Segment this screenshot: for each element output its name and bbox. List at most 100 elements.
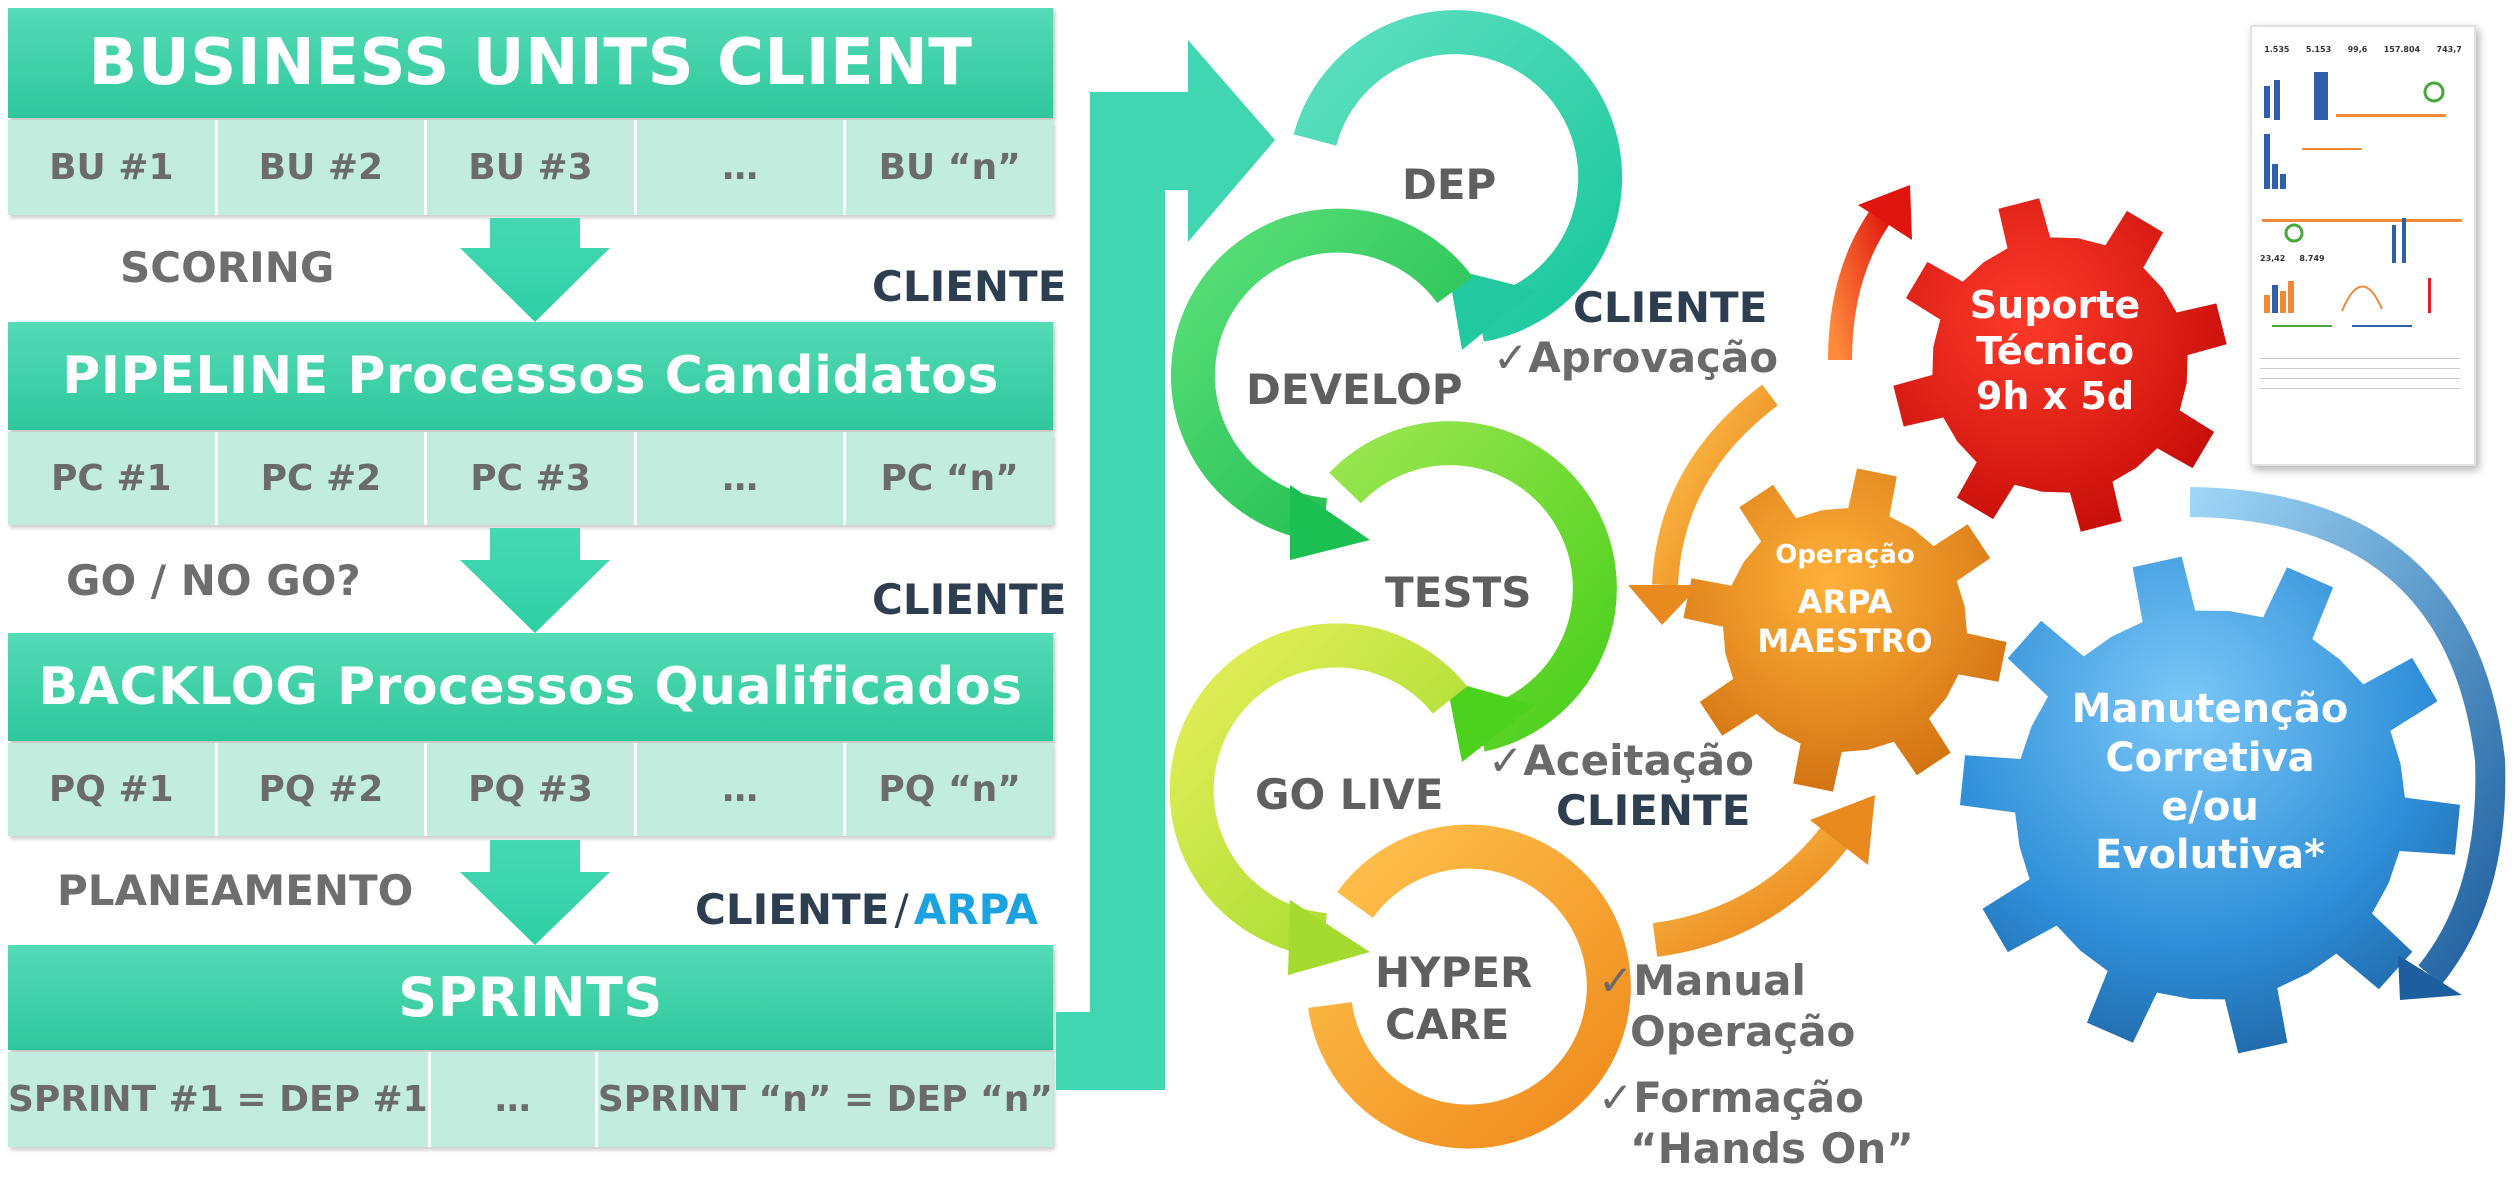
hyper-care-arc bbox=[1308, 824, 1631, 1149]
gear-blue-body bbox=[1960, 556, 2460, 1054]
phase-hyper: HYPER bbox=[1375, 948, 1533, 997]
pq-cell-1: PQ #1 bbox=[8, 743, 218, 836]
support-line3: 9h x 5d bbox=[1975, 374, 2135, 419]
sprint-cell-n: SPRINT “n” = DEP “n” bbox=[597, 1079, 1053, 1120]
phase-dep: DEP bbox=[1402, 160, 1497, 209]
operation-gear-shape bbox=[1683, 468, 2007, 792]
check-mark-icon: ✓ bbox=[1598, 1073, 1634, 1122]
gear-orange-body bbox=[1683, 468, 2007, 792]
pc-cell-3: PC #3 bbox=[427, 432, 637, 525]
manual-label: Manual bbox=[1633, 956, 1806, 1005]
check-mark-icon: ✓ bbox=[1598, 956, 1634, 1005]
pc-cell-n: PC “n” bbox=[880, 458, 1019, 499]
planning-owner-label: CLIENTE / ARPA bbox=[695, 885, 1038, 934]
acceptance-label: Aceitação bbox=[1523, 736, 1754, 785]
business-units-title: BUSINESS UNITS CLIENT bbox=[88, 26, 973, 100]
pq-cell-n: PQ “n” bbox=[878, 769, 1021, 810]
support-gear-shape bbox=[1893, 198, 2227, 532]
check-mark-icon: ✓ bbox=[1488, 736, 1524, 785]
operation-line3: MAESTRO bbox=[1757, 621, 1933, 660]
pc-cell-1: PC #1 bbox=[8, 432, 218, 525]
training-label: Formação bbox=[1633, 1073, 1864, 1122]
thumbnail-kpi-row-2: 23,42 8.749 bbox=[2252, 254, 2474, 263]
pq-cell-3: PQ #3 bbox=[427, 743, 637, 836]
bu-cell-n: BU “n” bbox=[878, 147, 1021, 188]
dashboard-thumbnail: 1.535 5.153 99,6 157.804 743,7 23,42 8.7… bbox=[2250, 25, 2476, 466]
acceptance-check: ✓Aceitação CLIENTE bbox=[1488, 735, 1754, 835]
business-units-row: BU #1 BU #2 BU #3 … BU “n” bbox=[8, 120, 1053, 215]
approval-client-label: CLIENTE bbox=[1573, 283, 1768, 332]
develop-arc-head bbox=[1290, 485, 1370, 560]
hypercare-to-operation-arrow-head bbox=[1810, 795, 1875, 865]
manual-check: ✓Manual Operação bbox=[1598, 955, 1855, 1057]
candidates-row: PC #1 PC #2 PC #3 … PC “n” bbox=[8, 432, 1053, 525]
down-arrow-scoring bbox=[460, 218, 610, 322]
thumbnail-kpi-7: 8.749 bbox=[2299, 254, 2325, 263]
maintenance-line1: Manutenção bbox=[2071, 686, 2349, 732]
sprint-cell-1: SPRINT #1 = DEP #1 bbox=[8, 1052, 431, 1147]
go-live-arc-head bbox=[1288, 900, 1370, 975]
thumbnail-kpi-4: 157.804 bbox=[2383, 45, 2421, 54]
bu-cell-ellipsis: … bbox=[637, 120, 847, 215]
thumbnail-kpi-1: 1.535 bbox=[2264, 45, 2290, 54]
sprints-row: SPRINT #1 = DEP #1 … SPRINT “n” = DEP “n… bbox=[8, 1052, 1053, 1147]
operation-line1: Operação bbox=[1775, 540, 1915, 570]
support-gear-label: Suporte Técnico 9h x 5d bbox=[1965, 283, 2145, 420]
business-units-band: BUSINESS UNITS CLIENT bbox=[8, 8, 1053, 118]
thumbnail-charts-bottom bbox=[2260, 218, 2460, 389]
phase-go-live: GO LIVE bbox=[1255, 770, 1444, 819]
support-line1: Suporte bbox=[1969, 283, 2141, 327]
to-support-arrow bbox=[1828, 202, 1895, 361]
bu-cell-2: BU #2 bbox=[218, 120, 428, 215]
thumbnail-charts-top bbox=[2262, 72, 2462, 222]
down-arrow-planning bbox=[460, 840, 610, 945]
operation-gear-label: Operação ARPA MAESTRO bbox=[1745, 540, 1945, 660]
maintenance-cycle-arrow-head bbox=[2398, 955, 2462, 1000]
maintenance-gear-shape bbox=[1960, 556, 2460, 1054]
planning-owner-separator: / bbox=[894, 885, 909, 934]
maintenance-cycle-arrow bbox=[2189, 487, 2506, 985]
develop-arc bbox=[1171, 208, 1473, 542]
operation-line2: ARPA bbox=[1797, 583, 1893, 622]
manual-operation-label: Operação bbox=[1630, 1007, 1856, 1057]
to-support-arrow-head bbox=[1858, 185, 1912, 240]
candidates-title: PIPELINE Processos Candidatos bbox=[62, 346, 999, 406]
pq-cell-ellipsis: … bbox=[637, 743, 847, 836]
thumbnail-kpi-3: 99,6 bbox=[2347, 45, 2368, 54]
hands-on-label: “Hands On” bbox=[1630, 1124, 1914, 1174]
go-no-go-owner-label: CLIENTE bbox=[872, 575, 1067, 624]
planning-owner-arpa: ARPA bbox=[913, 885, 1039, 934]
bu-cell-3: BU #3 bbox=[427, 120, 637, 215]
candidates-band: PIPELINE Processos Candidatos bbox=[8, 322, 1053, 430]
pc-cell-ellipsis: … bbox=[637, 432, 847, 525]
approval-to-operation-arrow bbox=[1652, 384, 1778, 586]
maintenance-line2: Corretiva bbox=[2105, 734, 2315, 781]
phase-develop: DEVELOP bbox=[1246, 365, 1463, 414]
phase-care: CARE bbox=[1385, 1000, 1510, 1049]
maintenance-line4: Evolutiva* bbox=[2095, 832, 2325, 879]
approval-check: CLIENTE ✓Aprovação bbox=[1493, 283, 1778, 383]
down-arrow-go-no-go bbox=[460, 528, 610, 633]
dep-arc bbox=[1293, 10, 1623, 342]
planning-label: PLANEAMENTO bbox=[57, 866, 414, 915]
dep-arc-head bbox=[1448, 268, 1535, 350]
thumbnail-kpi-2: 5.153 bbox=[2305, 45, 2332, 54]
connector-arrow bbox=[1056, 40, 1275, 1090]
approval-label: Aprovação bbox=[1528, 333, 1779, 382]
acceptance-client-label: CLIENTE bbox=[1556, 786, 1751, 836]
gear-red-body bbox=[1893, 198, 2227, 532]
tests-arc-head bbox=[1446, 680, 1535, 762]
maintenance-line3: e/ou bbox=[2161, 783, 2259, 830]
thumbnail-kpi-6: 23,42 bbox=[2260, 254, 2286, 263]
thumbnail-kpi-row: 1.535 5.153 99,6 157.804 743,7 bbox=[2252, 27, 2474, 54]
support-line2: Técnico bbox=[1976, 328, 2134, 373]
check-mark-icon: ✓ bbox=[1493, 333, 1529, 382]
pq-cell-2: PQ #2 bbox=[218, 743, 428, 836]
sprint-cell-ellipsis: … bbox=[431, 1052, 598, 1147]
planning-owner-client: CLIENTE bbox=[695, 885, 890, 934]
training-check: ✓Formação “Hands On” bbox=[1598, 1072, 1914, 1174]
sprints-band: SPRINTS bbox=[8, 945, 1053, 1050]
thumbnail-kpi-5: 743,7 bbox=[2436, 45, 2462, 54]
